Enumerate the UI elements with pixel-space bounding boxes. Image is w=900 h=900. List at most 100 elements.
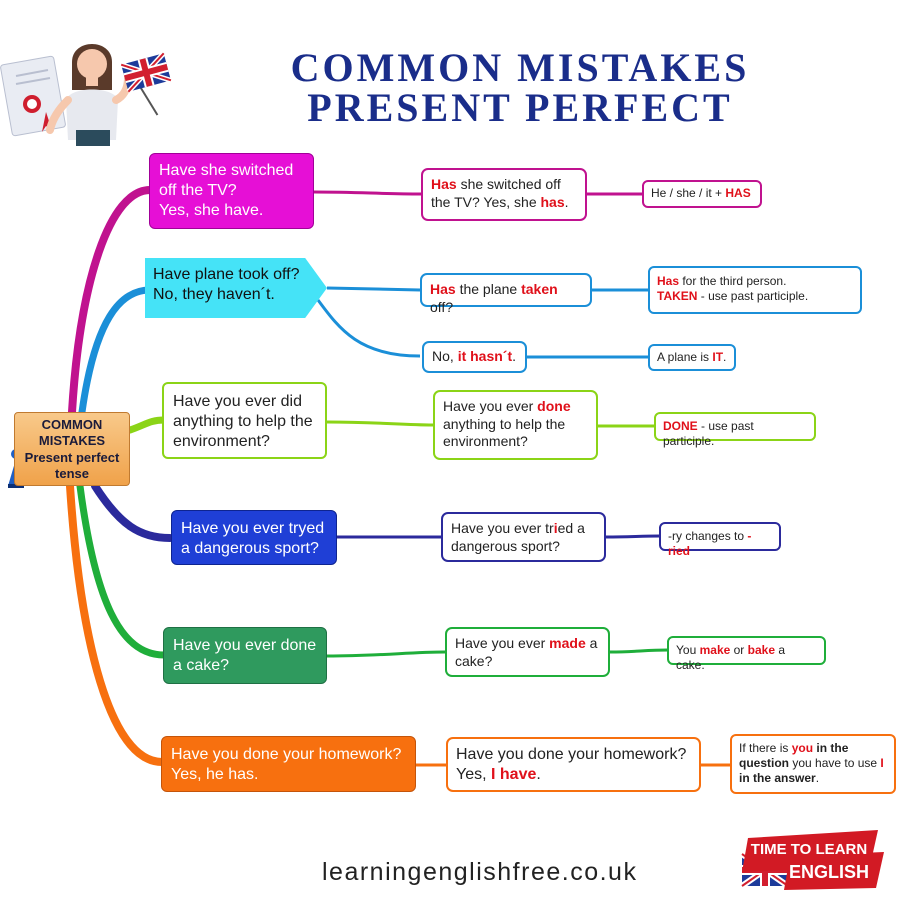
correction-4-part-4: dangerous sport? [451, 537, 560, 554]
correction-2b-part-2: it hasn´t [457, 348, 513, 364]
correction-6: Have you done your homework? Yes, I have… [446, 737, 701, 792]
link-q2-a2 [326, 286, 421, 292]
correction-1-part-2: she switched off [456, 176, 561, 192]
correction-3: Have you ever done anything to help the … [433, 390, 598, 460]
time-to-learn-english-badge: TIME TO LEARN ENGLISH [740, 830, 878, 888]
root-line-2: MISTAKES [38, 433, 106, 449]
note-4-part-2: -ried [668, 529, 752, 558]
note-6-part-2: you [791, 741, 814, 755]
note-5-part-1: You [676, 643, 700, 657]
mistake-1-line-3: Yes, she have. [159, 202, 264, 219]
correction-6-part-2: Yes, [456, 766, 491, 783]
correction-5-part-2: made [549, 635, 586, 651]
note-2-part-2: for the third person. [679, 274, 787, 288]
mistake-6-question: Have you done your homework? Yes, he has… [161, 736, 416, 792]
note-2-part-4: - use past participle. [697, 289, 809, 303]
correction-1-part-4: has [540, 193, 565, 210]
note-6-part-4: question [739, 756, 789, 770]
mistake-5-line-2: a cake? [173, 657, 230, 674]
correction-1-part-1: Has [431, 176, 457, 192]
mistake-4-line-1: Have you ever tryed [181, 520, 325, 537]
note-2b: A plane is IT. [648, 344, 736, 371]
correction-4: Have you ever tried a dangerous sport? [441, 512, 606, 562]
correction-3-part-1: Have you ever [443, 398, 538, 414]
note-3: DONE - use past participle. [654, 412, 816, 448]
link-q1-a1 [313, 190, 423, 196]
mistake-3-line-3: environment? [173, 433, 270, 450]
note-1: He / she / it + HAS [642, 180, 762, 208]
note-5-part-2: make [699, 643, 731, 657]
note-2: Has for the third person. TAKEN - use pa… [648, 266, 862, 314]
mistake-3-line-1: Have you ever did [173, 393, 302, 410]
branch-2 [78, 286, 154, 416]
mistake-5-line-1: Have you ever done [173, 637, 317, 654]
correction-4-part-3: ed a [557, 520, 585, 536]
badge-ribbons [742, 830, 884, 890]
root-line-1: COMMON [41, 417, 103, 432]
note-5-part-4: bake [747, 643, 775, 657]
note-1-part-1: He / she / it + [651, 186, 726, 200]
correction-3-part-2: done [537, 398, 571, 414]
mistake-4-line-2: a dangerous sport? [181, 540, 319, 557]
link-q2-a2b [316, 299, 421, 358]
mistake-4-question: Have you ever tryed a dangerous sport? [171, 510, 337, 565]
link-a5-n5 [609, 648, 669, 654]
correction-6-part-4: . [536, 766, 541, 783]
link-a4-n4 [605, 534, 661, 539]
branch-5 [76, 482, 168, 659]
correction-3-part-4: environment? [443, 433, 528, 449]
correction-5-part-3: a [585, 635, 598, 651]
root-line-3: Present perfect [24, 449, 120, 465]
correction-2b: No, it hasn´t. [422, 341, 527, 373]
teacher-illustration [46, 44, 132, 146]
correction-2-part-4: off? [430, 298, 454, 315]
correction-5-part-4: cake? [455, 652, 493, 669]
correction-1: Has she switched off the TV? Yes, she ha… [421, 168, 587, 221]
note-6-part-3: in the [813, 741, 849, 755]
note-2-part-3: TAKEN [657, 289, 698, 303]
root-node: COMMON MISTAKES Present perfect tense [14, 412, 130, 486]
correction-6-part-3: I have [491, 766, 537, 783]
link-q5-a5 [326, 650, 446, 658]
note-5: You make or bake a cake. [667, 636, 826, 672]
mistake-3-line-2: anything to help the [173, 413, 313, 430]
link-q3-a3 [326, 420, 434, 427]
note-6-part-5: you have to use [789, 756, 881, 770]
note-2-part-1: Has [657, 274, 680, 288]
mistake-1-line-2: off the TV? [159, 182, 237, 199]
correction-4-part-1: Have you ever tr [451, 520, 554, 536]
correction-6-part-1: Have you done your homework? [456, 746, 687, 763]
correction-5: Have you ever made a cake? [445, 627, 610, 677]
mistake-3-question: Have you ever did anything to help the e… [162, 382, 327, 459]
mistake-2-question: Have plane took off? No, they haven´t. [145, 258, 327, 318]
website-url: learningenglishfree.co.uk [322, 858, 638, 886]
note-2b-part-2: IT [712, 350, 724, 364]
correction-3-part-3: anything to help the [443, 415, 566, 432]
correction-2-part-3: taken [521, 281, 558, 297]
correction-2-part-1: Has [430, 281, 456, 297]
note-6-part-6: I [880, 756, 884, 770]
correction-2: Has the plane taken off? [420, 273, 592, 315]
note-2b-part-1: A plane is [657, 350, 713, 364]
page-title-line-2: PRESENT PERFECT [307, 85, 733, 130]
branch-6 [66, 482, 166, 766]
note-3-part-2: - use past participle. [663, 419, 754, 448]
correction-2b-part-3: . [512, 348, 517, 364]
note-4: -ry changes to -ried [659, 522, 781, 558]
page-title-line-1: COMMON MISTAKES [290, 45, 750, 90]
mistake-1-line-1: Have she switched [159, 162, 294, 179]
note-6: If there is you in the question you have… [730, 734, 896, 794]
correction-5-part-1: Have you ever [455, 635, 550, 651]
note-6-part-8: . [815, 771, 820, 785]
mistake-2-line-2: No, they haven´t. [153, 286, 275, 303]
branch-1 [68, 186, 154, 416]
note-5-part-3: or [730, 643, 748, 657]
correction-1-part-3: the TV? Yes, she [431, 193, 541, 210]
correction-4-part-2: i [553, 520, 558, 536]
mistake-6-line-2: Yes, he has. [171, 766, 259, 783]
correction-2b-part-1: No, [432, 348, 458, 364]
badge-line-2: ENGLISH [788, 862, 869, 882]
mistake-1-question: Have she switched off the TV? Yes, she h… [149, 153, 314, 229]
note-1-part-2: HAS [725, 186, 751, 200]
note-4-part-1: -ry changes to [668, 529, 748, 543]
